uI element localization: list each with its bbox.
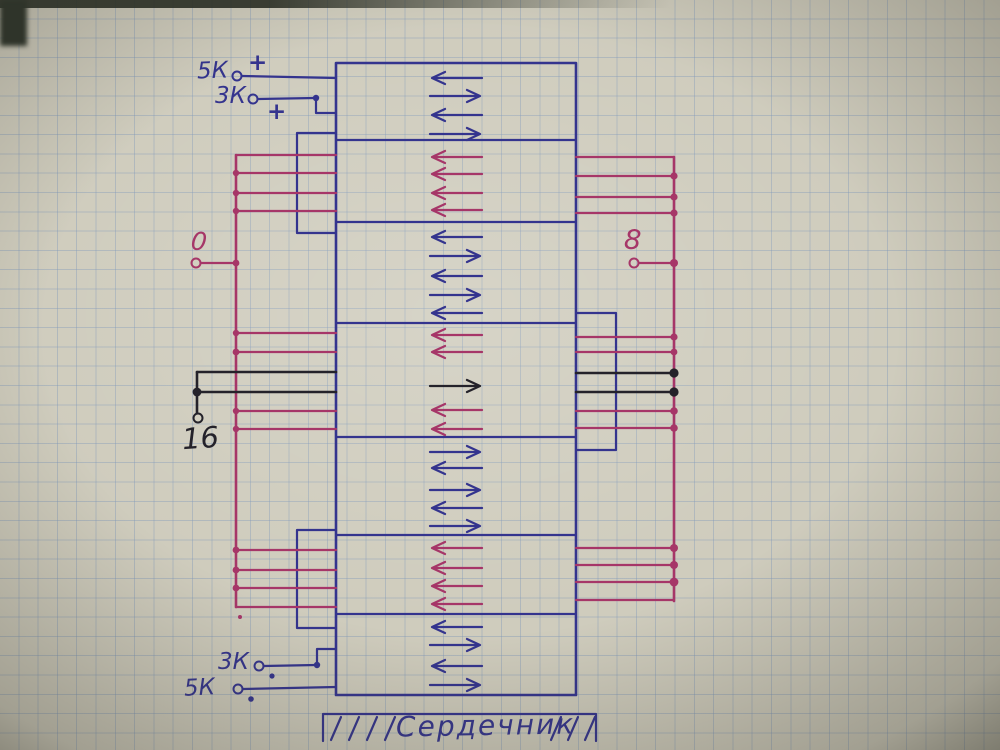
center-tap-16-winding xyxy=(193,368,679,422)
terminal-5k-bottom-circle xyxy=(234,685,243,694)
terminal-8-circle xyxy=(630,259,639,268)
terminal-0-circle xyxy=(192,259,201,268)
flux-arrows xyxy=(430,72,482,691)
terminal-3k-bottom-circle xyxy=(255,662,264,671)
winding-section-brackets xyxy=(297,133,616,628)
label-terminal-3k-bottom: 3К xyxy=(218,649,249,675)
left-winding-leads xyxy=(192,155,337,619)
label-plus-top-2: + xyxy=(267,99,287,125)
label-terminal-3k-top: 3К xyxy=(215,83,246,109)
label-tap-0: 0 xyxy=(189,226,209,257)
label-tap-8: 8 xyxy=(623,224,642,257)
label-plus-top-1: + xyxy=(248,50,268,76)
right-winding-leads xyxy=(576,157,679,601)
label-terminal-5k-bottom: 5К xyxy=(183,674,216,702)
core-caption: Сердечник xyxy=(395,707,576,744)
terminal-3k-top-circle xyxy=(249,95,258,104)
label-terminal-5k-top: 5К xyxy=(196,57,229,85)
label-tap-16: 16 xyxy=(180,419,221,457)
terminal-5k-top-circle xyxy=(233,72,242,81)
